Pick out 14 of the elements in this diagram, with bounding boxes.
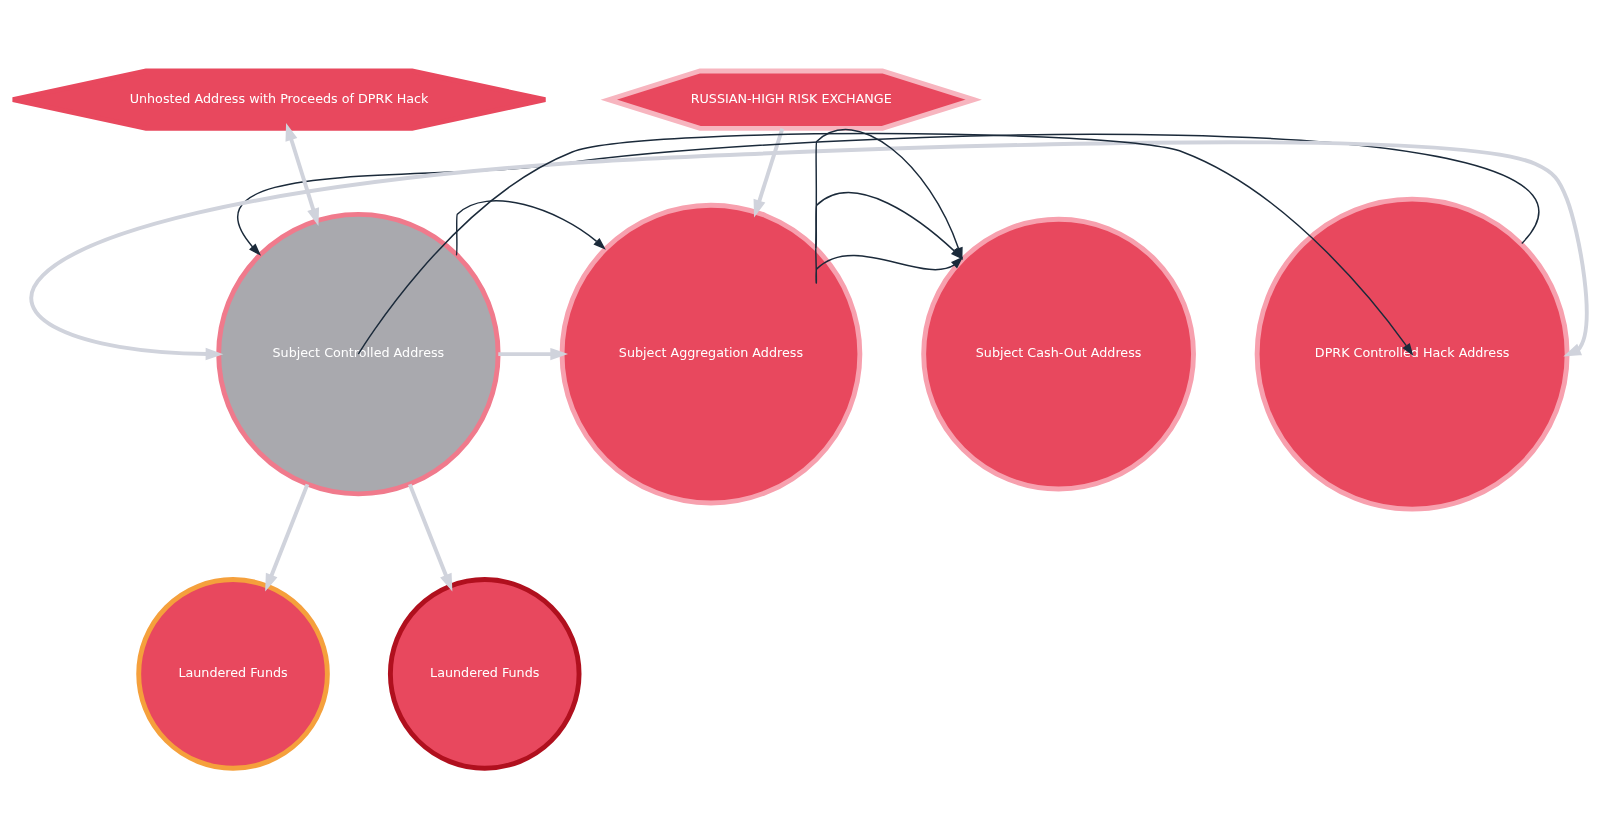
arrow	[285, 122, 320, 226]
arrow	[753, 127, 785, 218]
node-circle: Subject Aggregation Address	[559, 202, 863, 505]
node-circle: Laundered Funds	[387, 576, 582, 771]
arrow	[32, 140, 1589, 360]
arrow	[407, 483, 453, 592]
node-circle: Laundered Funds	[136, 576, 330, 771]
node-circle: Subject Cash-Out Address	[921, 216, 1196, 491]
arrow	[357, 132, 1414, 356]
node-circle: Subject Controlled Address	[216, 211, 501, 496]
arrow	[265, 483, 310, 592]
arrow	[455, 199, 606, 256]
node-circle: DPRK Controlled Hack Address	[1254, 196, 1570, 512]
arrow	[498, 347, 568, 360]
